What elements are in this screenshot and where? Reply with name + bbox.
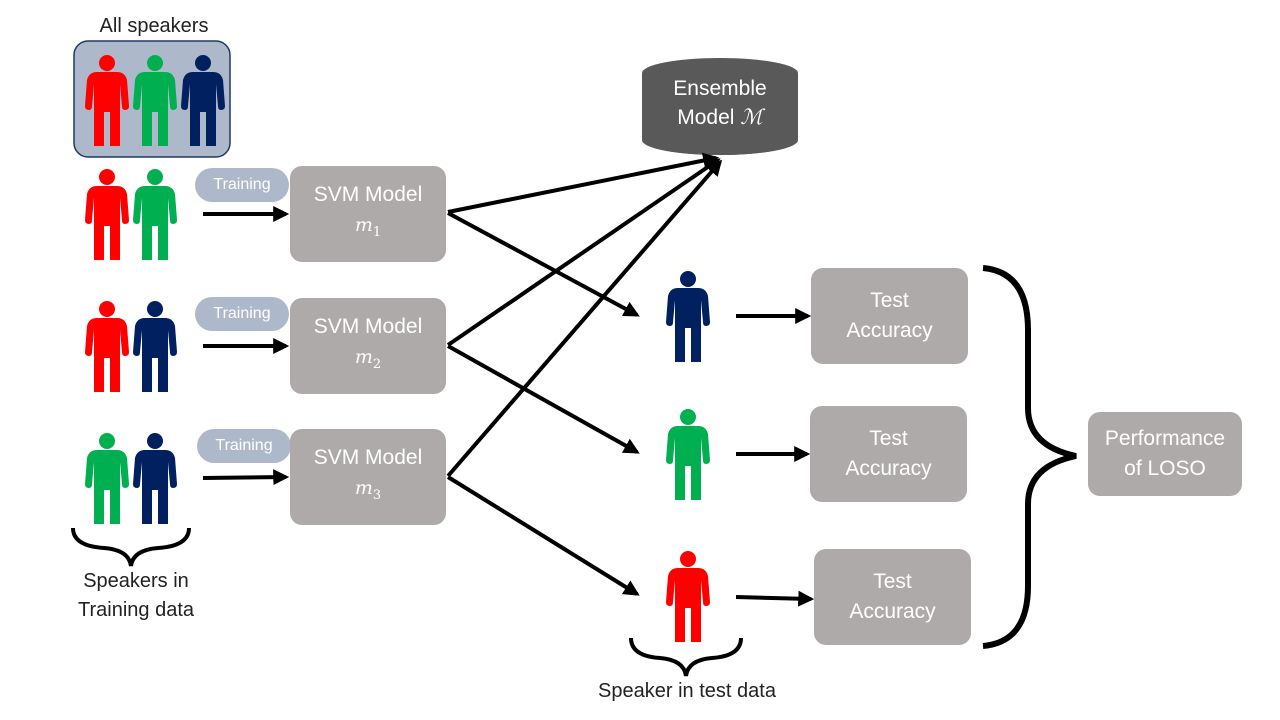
training-pill-3: Training <box>197 429 291 463</box>
test-accuracy-line2: Accuracy <box>845 457 932 480</box>
person-icon <box>85 169 129 260</box>
test-person-green-icon <box>666 409 710 500</box>
test-accuracy-line1: Test <box>869 427 908 450</box>
ensemble-line1: Ensemble <box>673 77 767 100</box>
svm-model-title: SVM Model <box>313 315 423 339</box>
svm-model-symbol: m2 <box>354 346 382 372</box>
curly-brace-icon <box>982 265 1077 649</box>
all-speakers-label: All speakers <box>99 15 209 37</box>
training-speakers-label-line2: Training data <box>78 599 194 621</box>
curly-brace-icon <box>71 527 191 567</box>
training-row-1-people <box>85 169 177 260</box>
svm-model-title: SVM Model <box>313 446 423 470</box>
test-accuracy-line2: Accuracy <box>849 600 936 623</box>
performance-line1: Performance <box>1104 427 1226 450</box>
ensemble-line2: Model ℳ <box>677 105 763 129</box>
test-accuracy-line1: Test <box>873 570 912 593</box>
training-arrow-3 <box>202 469 290 486</box>
person-icon <box>85 433 129 524</box>
person-icon <box>85 301 129 392</box>
svm-model-symbol: m1 <box>354 214 382 240</box>
m2-to-ensemble-arrow <box>446 158 721 347</box>
svm-model-2-box: SVM Model m2 <box>290 298 446 394</box>
training-row-2-people <box>85 301 177 392</box>
performance-line2: of LOSO <box>1124 457 1206 480</box>
ensemble-symbol: ℳ <box>740 105 763 129</box>
test-accuracy-line2: Accuracy <box>846 319 933 342</box>
test-speaker-label: Speaker in test data <box>598 680 776 702</box>
ensemble-model-label: Ensemble Model ℳ <box>642 74 798 132</box>
ensemble-cylinder-icon <box>642 58 798 155</box>
svm-model-3-box: SVM Model m3 <box>290 429 446 525</box>
m1-to-ensemble-arrow <box>447 152 720 214</box>
test-accuracy-1-box: Test Accuracy <box>811 268 968 364</box>
m2-to-test-arrow <box>447 344 640 454</box>
m1-to-test-arrow <box>447 211 640 317</box>
test-person-red-icon <box>666 551 710 642</box>
m3-to-ensemble-arrow <box>446 159 723 478</box>
test-person-navy-icon <box>666 271 710 362</box>
person-icon <box>133 301 177 392</box>
svm-model-title: SVM Model <box>313 183 423 207</box>
arrows <box>202 152 815 607</box>
person-icon <box>133 433 177 524</box>
performance-loso-box: Performance of LOSO <box>1088 412 1242 496</box>
training-pill-1: Training <box>195 168 289 202</box>
test-3-arrow <box>735 590 815 607</box>
test-accuracy-3-box: Test Accuracy <box>814 549 971 645</box>
test-accuracy-2-box: Test Accuracy <box>810 406 967 502</box>
test-accuracy-line1: Test <box>870 289 909 312</box>
svm-model-symbol: m3 <box>354 477 382 503</box>
curly-brace-icon <box>629 637 743 677</box>
training-speakers-label-line1: Speakers in <box>83 570 189 592</box>
training-pill-2: Training <box>195 297 289 331</box>
svm-model-1-box: SVM Model m1 <box>290 166 446 262</box>
m3-to-test-arrow <box>446 475 640 596</box>
training-row-3-people <box>85 433 177 524</box>
person-icon <box>133 169 177 260</box>
